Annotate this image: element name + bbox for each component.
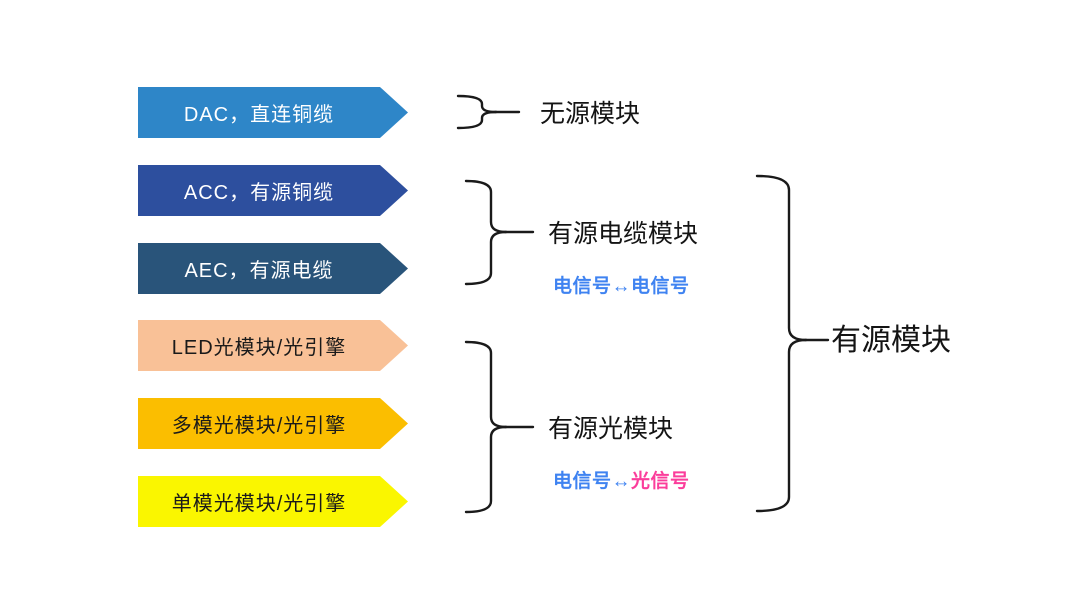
signal-arrow-icon: ↔ (611, 276, 632, 297)
brace-passive (456, 94, 521, 130)
signal-right-text: 电信号 (631, 276, 690, 297)
signal-left-text: 电信号 (553, 471, 612, 492)
signal-electrical-electrical: 电信号↔电信号 (553, 271, 690, 298)
label-active-cable-module: 有源电缆模块 (548, 220, 699, 248)
banner-singlemode-module: 单模光模块/光引擎 (138, 476, 408, 527)
label-passive-module: 无源模块 (540, 100, 641, 128)
signal-left-text: 电信号 (553, 276, 612, 297)
label-active-optical-module: 有源光模块 (548, 415, 674, 443)
banner-aec: AEC，有源电缆 (138, 243, 408, 294)
signal-electrical-optical: 电信号↔光信号 (553, 466, 690, 493)
signal-arrow-icon: ↔ (611, 471, 632, 492)
banner-acc: ACC，有源铜缆 (138, 165, 408, 216)
brace-active-optical (464, 340, 535, 514)
banner-dac: DAC，直连铜缆 (138, 87, 408, 138)
banner-multimode-module: 多模光模块/光引擎 (138, 398, 408, 449)
signal-right-text: 光信号 (631, 471, 690, 492)
brace-active-all (755, 174, 830, 513)
label-active-module: 有源模块 (831, 324, 951, 357)
banner-led-module: LED光模块/光引擎 (138, 320, 408, 371)
brace-active-cable (464, 179, 535, 286)
